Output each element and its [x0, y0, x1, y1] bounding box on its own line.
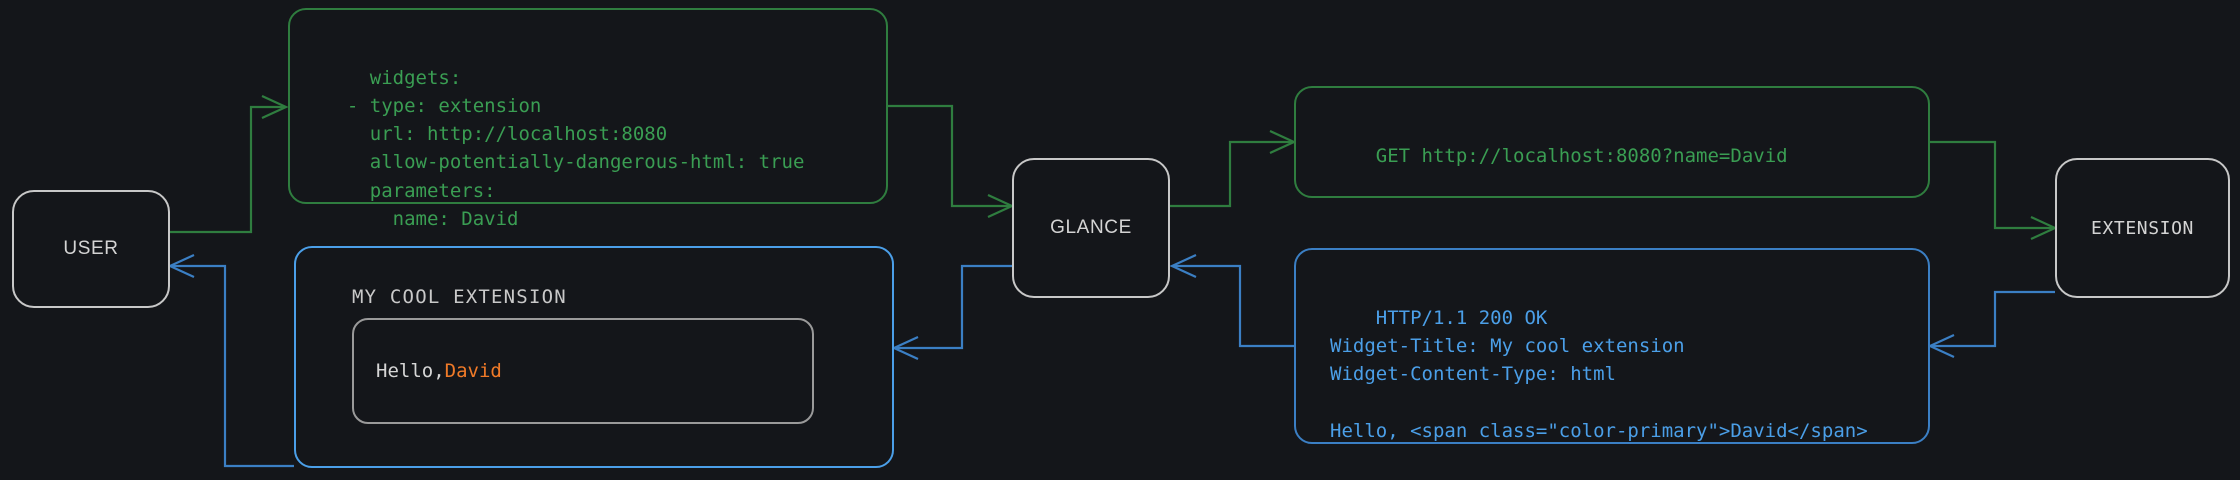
- arrow-request-to-extension: [1930, 140, 2058, 240]
- actor-glance[interactable]: GLANCE: [1012, 158, 1170, 298]
- actor-glance-label: GLANCE: [1050, 217, 1132, 238]
- arrow-glance-to-widget: [891, 264, 1012, 360]
- rendered-widget-greeting: Hello,: [376, 360, 445, 382]
- yaml-config-panel: widgets: - type: extension url: http://l…: [288, 8, 888, 230]
- arrow-glance-to-request: [1170, 130, 1297, 208]
- arrow-config-to-glance: [888, 104, 1015, 218]
- http-response-text: HTTP/1.1 200 OK Widget-Title: My cool ex…: [1330, 307, 1868, 442]
- rendered-widget-title: MY COOL EXTENSION: [352, 286, 567, 308]
- http-request-text: GET http://localhost:8080?name=David: [1375, 145, 1788, 168]
- arrow-widget-to-user: [167, 254, 294, 468]
- rendered-widget-panel: MY COOL EXTENSION Hello, David: [294, 246, 894, 468]
- arrow-response-to-glance: [1169, 254, 1294, 348]
- rendered-widget-name: David: [444, 360, 502, 382]
- actor-user-label: USER: [63, 238, 119, 259]
- rendered-widget-body: Hello, David: [352, 318, 814, 424]
- yaml-config-text: widgets: - type: extension url: http://l…: [346, 67, 805, 230]
- actor-user[interactable]: USER: [12, 190, 170, 308]
- arrow-extension-to-response: [1927, 290, 2055, 358]
- actor-extension-label: EXTENSION: [2091, 217, 2194, 239]
- http-response-panel: HTTP/1.1 200 OK Widget-Title: My cool ex…: [1294, 248, 1930, 444]
- arrow-user-to-config: [170, 95, 289, 234]
- actor-extension[interactable]: EXTENSION: [2055, 158, 2230, 298]
- http-request-panel: GET http://localhost:8080?name=David: [1294, 86, 1930, 198]
